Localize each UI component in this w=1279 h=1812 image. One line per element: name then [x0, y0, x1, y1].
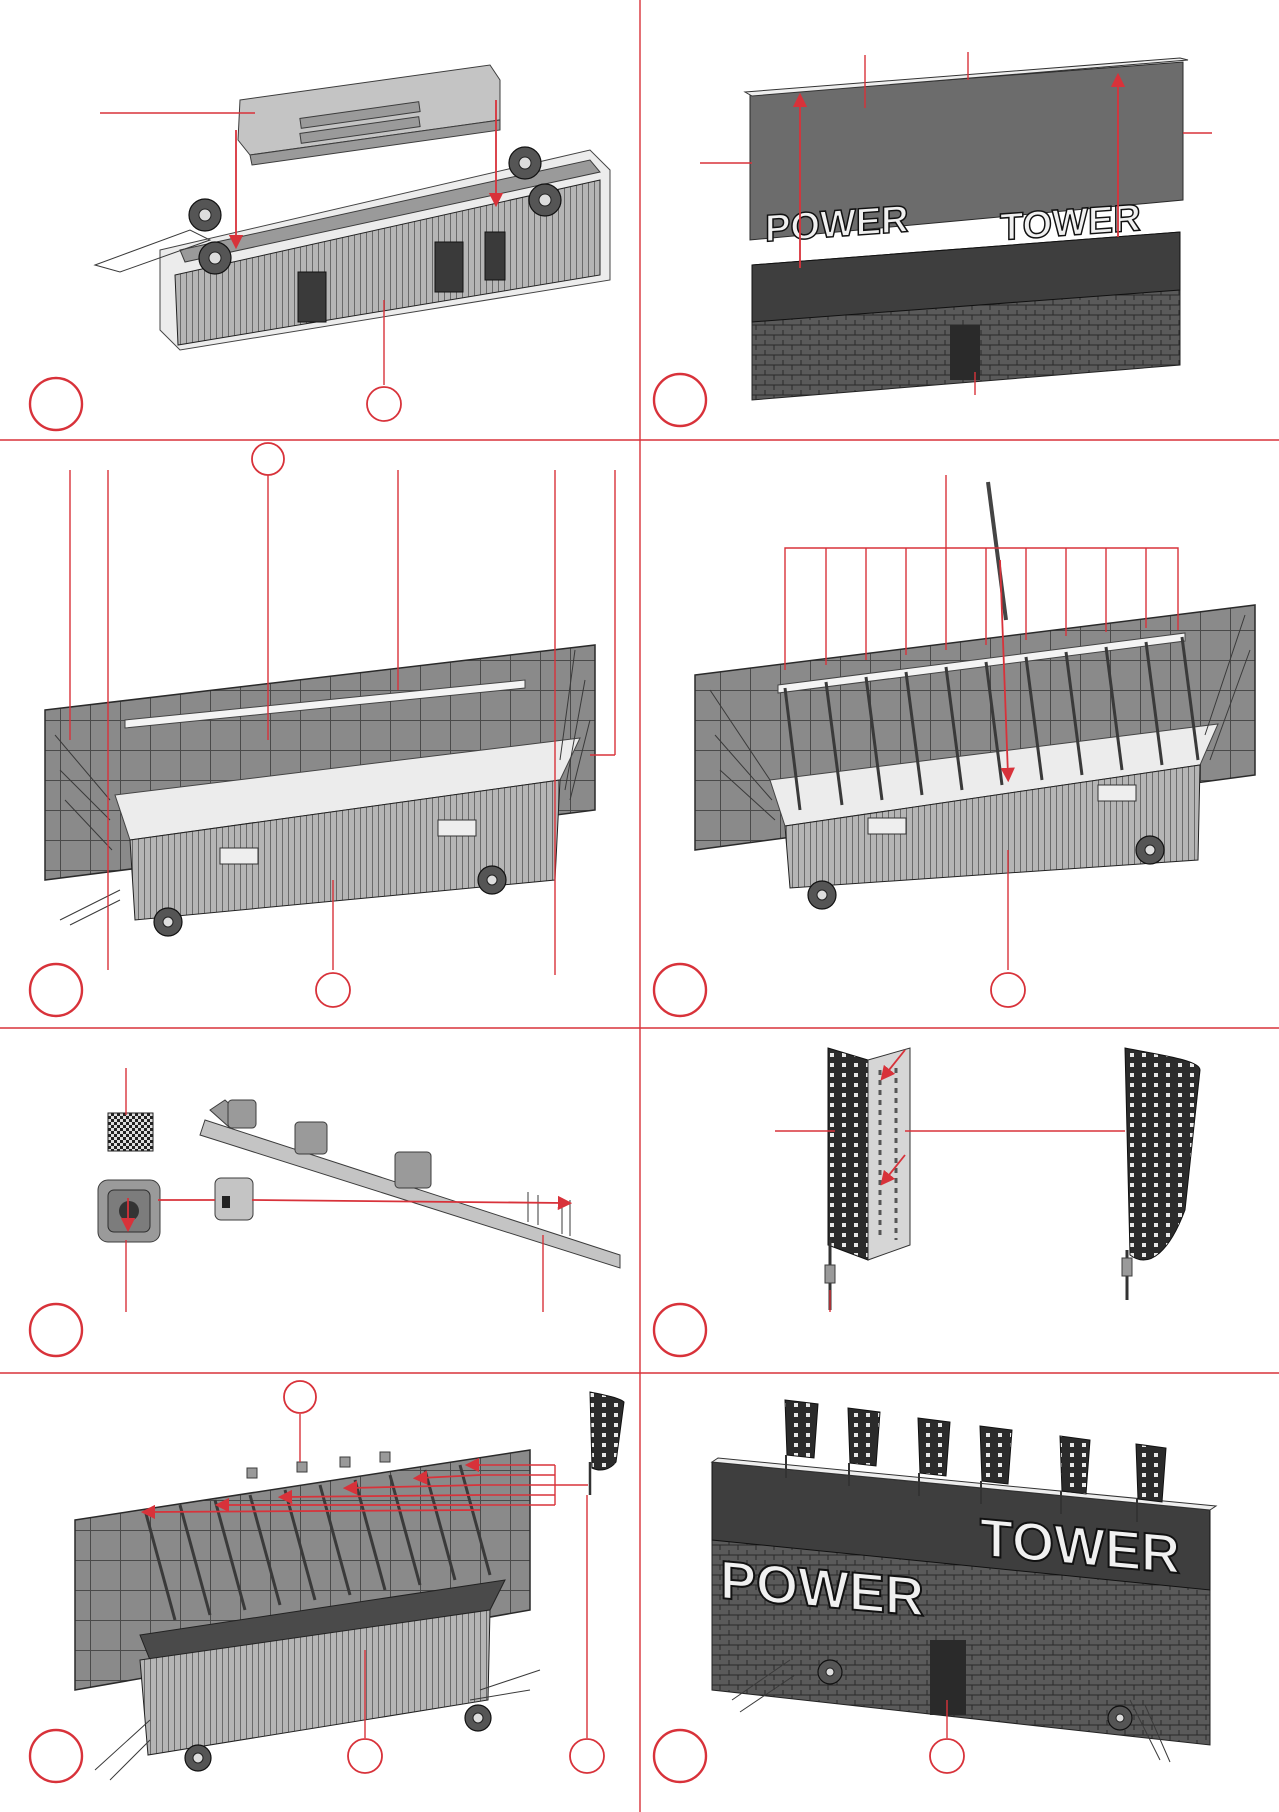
lamp-cap: [215, 1178, 253, 1220]
step-6-panel: [654, 1048, 1200, 1356]
step-3-panel: [30, 443, 615, 1016]
step-circle: [654, 1304, 706, 1356]
flag-assembled: [1122, 1048, 1200, 1300]
part-circle: [991, 973, 1025, 1007]
lamp-housing: [98, 1180, 160, 1242]
trailer-body: [95, 147, 610, 350]
step-circle: [654, 374, 706, 426]
part-circle: [930, 1739, 964, 1773]
step-8-panel: POWER TOWER: [654, 1400, 1216, 1782]
step-circle: [30, 964, 82, 1016]
printed-artwork: POWER TOWER: [752, 197, 1180, 400]
step-1-panel: [30, 65, 610, 430]
step-circle: [654, 964, 706, 1016]
step-circle: [30, 1730, 82, 1782]
step-5-panel: [30, 1068, 620, 1356]
step-circle: [30, 378, 82, 430]
step-circle: [654, 1730, 706, 1782]
part-circle: [284, 1381, 316, 1413]
part-circle: [316, 973, 350, 1007]
step-7-panel: [30, 1381, 624, 1782]
step-circle: [30, 1304, 82, 1356]
flag-sheet-flat: [825, 1048, 910, 1310]
finished-facade: POWER TOWER: [712, 1458, 1216, 1745]
part-circle: [348, 1739, 382, 1773]
grille-part: [108, 1113, 153, 1151]
artwork-word-1: POWER: [765, 199, 909, 251]
step-4-panel: [654, 475, 1255, 1016]
part-circle: [367, 387, 401, 421]
part-circle: [252, 443, 284, 475]
part-circle: [570, 1739, 604, 1773]
roof-lid: [238, 65, 500, 165]
step-2-panel: POWER TOWER: [654, 52, 1212, 426]
